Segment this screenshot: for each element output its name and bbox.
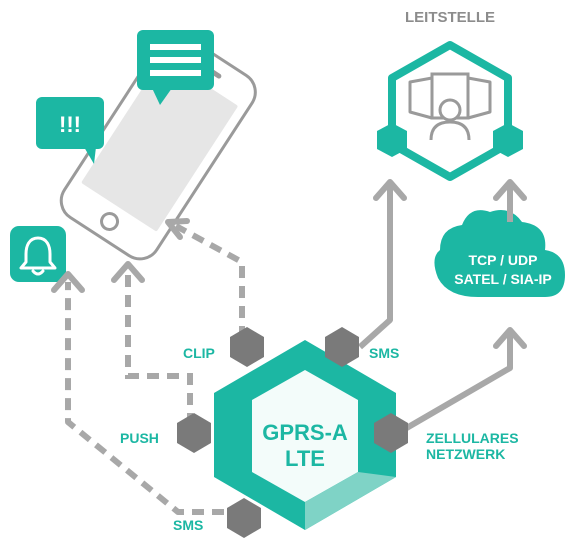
zellulares-label-line2: NETZWERK (426, 446, 505, 462)
message-bubble-icon (137, 30, 214, 105)
sms-top-connector (325, 327, 359, 367)
sms-to-leitstelle-line (357, 182, 393, 350)
clip-to-phone-dashed-line (174, 223, 245, 338)
push-connector (177, 413, 211, 453)
monitoring-station-icon (377, 41, 523, 181)
sms-top-label: SMS (369, 345, 399, 361)
alert-bubble-icon: !!! (36, 97, 104, 164)
clip-connector (230, 327, 264, 367)
alert-text: !!! (59, 112, 81, 137)
clip-arrowhead (165, 218, 190, 240)
module-label-line2: LTE (285, 446, 325, 471)
clip-label: CLIP (183, 345, 215, 361)
zellulares-connector (374, 413, 408, 453)
leitstelle-title: LEITSTELLE (405, 9, 495, 26)
push-label: PUSH (120, 430, 159, 446)
push-arrowhead (111, 261, 145, 283)
sms-phone-arrowhead (51, 271, 85, 293)
cloud-label-line1: TCP / UDP (469, 252, 538, 268)
gprs-a-lte-module (214, 340, 396, 530)
push-to-phone-dashed-line (125, 272, 193, 425)
leitstelle-arrowhead-right (493, 179, 527, 201)
sms-bottom-connector (227, 498, 261, 538)
smartphone-icon (59, 32, 257, 261)
zellulares-label-line1: ZELLULARES (426, 430, 519, 446)
cloud-icon (434, 209, 565, 297)
network-to-cloud-line (396, 330, 513, 436)
cloud-label-line2: SATEL / SIA-IP (454, 271, 552, 287)
bell-icon (10, 226, 66, 282)
sms-bottom-label: SMS (173, 517, 203, 533)
cloud-arrowhead (493, 327, 527, 349)
module-label-line1: GPRS-A (262, 420, 348, 445)
leitstelle-arrowhead-left (373, 179, 407, 201)
